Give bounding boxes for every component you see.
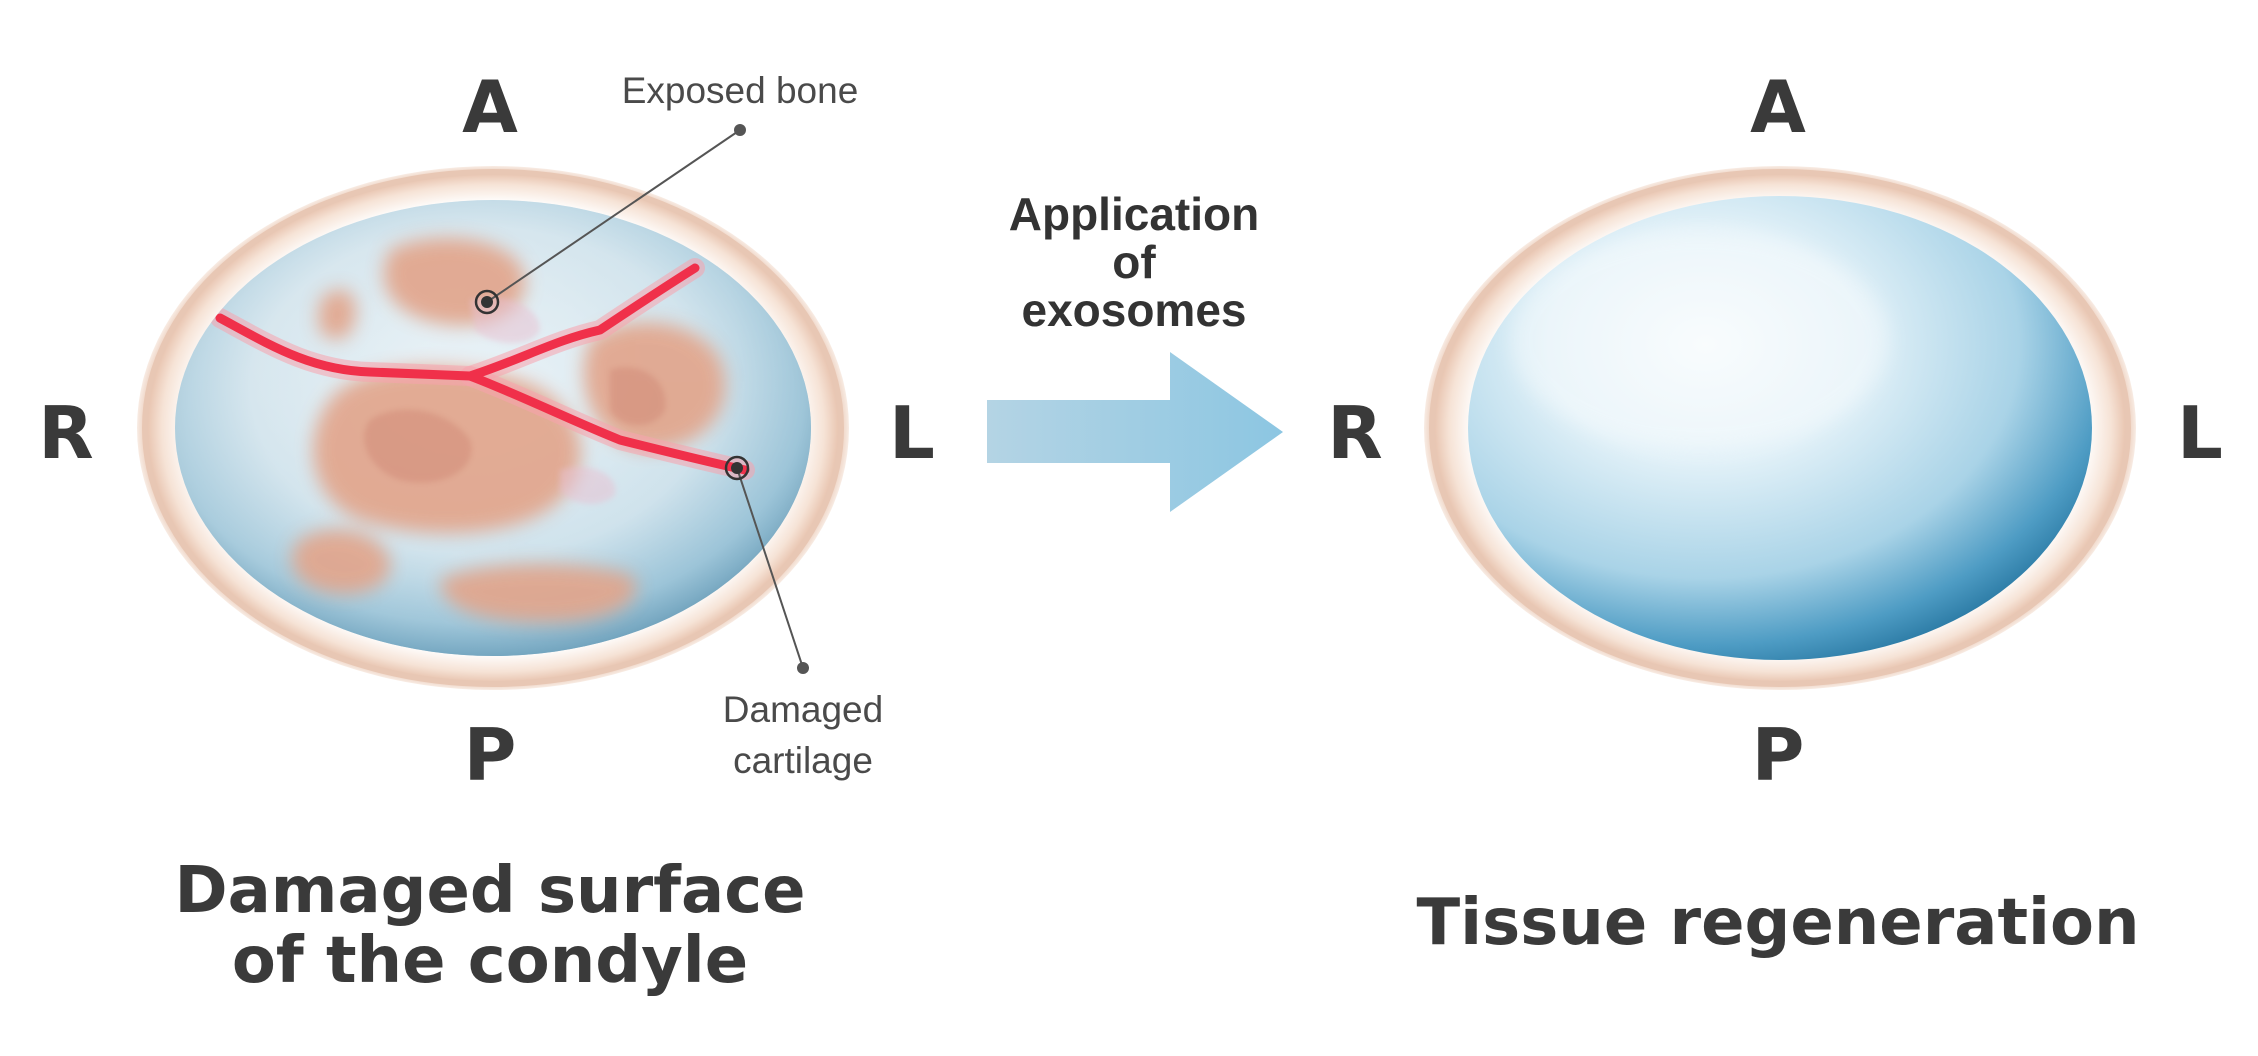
application-arrow: Application of exosomes bbox=[987, 188, 1283, 512]
left-caption-line2: of the condyle bbox=[232, 924, 748, 998]
right-condyle-outline bbox=[1429, 169, 2131, 687]
right-arrow-icon bbox=[987, 352, 1283, 512]
left-caption-line1: Damaged surface bbox=[174, 854, 805, 928]
arrow-label-line3: exosomes bbox=[1021, 284, 1246, 336]
exposed-bone-callout: Exposed bone bbox=[474, 70, 859, 315]
exposed-bone-label: Exposed bone bbox=[622, 70, 859, 111]
regenerated-condyle bbox=[1424, 166, 2136, 690]
arrow-label-line1: Application bbox=[1009, 188, 1259, 240]
right-caption: Tissue regeneration bbox=[1417, 886, 2140, 960]
damaged-cartilage-label-line2: cartilage bbox=[733, 740, 873, 781]
left-condyle-outline bbox=[142, 169, 844, 687]
right-label-posterior: P bbox=[1752, 713, 1805, 797]
left-label-right: R bbox=[38, 391, 93, 475]
left-label-posterior: P bbox=[464, 713, 517, 797]
left-label-left: L bbox=[889, 391, 935, 475]
right-label-anterior: A bbox=[1750, 65, 1806, 149]
damaged-cartilage-label-line1: Damaged bbox=[723, 689, 883, 730]
damaged-cartilage-callout: Damaged cartilage bbox=[723, 455, 883, 781]
right-label-left: L bbox=[2177, 391, 2223, 475]
arrow-label-line2: of bbox=[1112, 236, 1156, 288]
damaged-condyle bbox=[137, 166, 849, 690]
left-label-anterior: A bbox=[462, 65, 518, 149]
right-label-right: R bbox=[1327, 391, 1382, 475]
cartilage-cracks bbox=[210, 258, 755, 480]
exposed-bone-patches bbox=[210, 238, 755, 623]
